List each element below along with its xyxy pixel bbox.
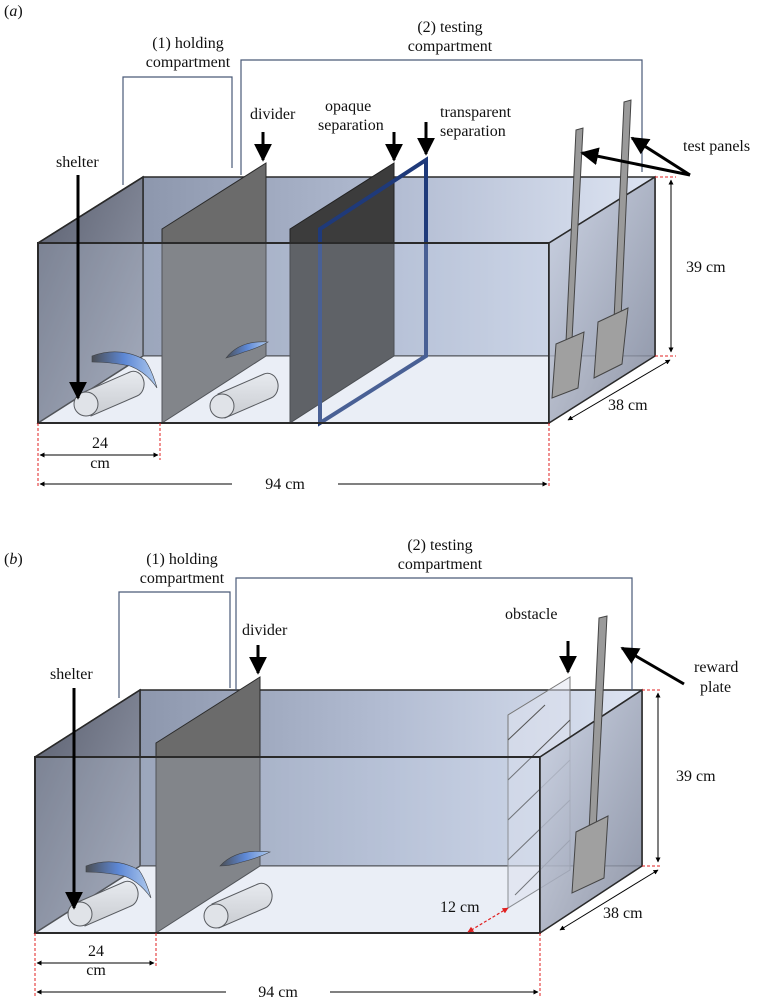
reward-plate-label: reward [694, 659, 738, 676]
reward-plate-label-2: plate [700, 679, 731, 696]
panel-b-label: (b) [4, 551, 23, 568]
depth-dimension-label: 38 cm [603, 905, 643, 922]
holding-width-label-2: cm [90, 455, 110, 472]
panel-b: (b) [4, 537, 738, 1000]
panel-a-label: (a) [4, 3, 23, 20]
testing-compartment-bracket [240, 59, 643, 175]
testing-compartment-label: (2) testing [417, 19, 482, 36]
fish-icon [225, 341, 269, 359]
shelter-testing [203, 882, 273, 929]
height-dimension-label: 39 cm [686, 259, 726, 276]
opaque-separation-label-2: separation [318, 117, 384, 134]
obstacle-distance-line [467, 907, 509, 933]
total-length-label: 94 cm [265, 476, 305, 493]
fish-icon [219, 851, 272, 867]
shelter-testing [209, 372, 279, 419]
holding-compartment-label: (1) holding [146, 551, 218, 568]
depth-dimension-line [567, 359, 671, 421]
depth-dimension-line [559, 869, 659, 931]
fish-icon [91, 351, 158, 389]
opaque-separation-label: opaque [325, 98, 371, 115]
holding-width-label: 24 [88, 943, 104, 960]
testing-compartment-label-2: compartment [398, 556, 483, 573]
height-dimension-label: 39 cm [676, 768, 716, 785]
transparent-separation-label: transparent [440, 104, 512, 121]
opaque-separation-panel [289, 162, 395, 424]
testing-compartment-bracket [235, 577, 633, 690]
holding-compartment-label-2: compartment [140, 570, 225, 587]
holding-compartment-bracket [118, 591, 231, 698]
divider-label: divider [242, 622, 288, 639]
tank-front-edge [34, 756, 541, 934]
testing-compartment-label-2: compartment [408, 38, 493, 55]
testing-compartment-label: (2) testing [407, 537, 472, 554]
holding-width-label: 24 [92, 435, 108, 452]
shelter-label: shelter [50, 666, 93, 683]
holding-width-label-2: cm [86, 962, 106, 979]
holding-compartment-bracket [122, 76, 233, 185]
transparent-separation-label-2: separation [440, 123, 506, 140]
shelter-label: shelter [56, 154, 99, 171]
transparent-separation-frame [318, 156, 428, 427]
tank-front-edge [37, 242, 550, 424]
total-length-label: 94 cm [258, 984, 298, 1000]
holding-compartment-label-2: compartment [146, 54, 231, 71]
divider-panel [161, 162, 267, 424]
holding-compartment-label: (1) holding [152, 35, 224, 52]
depth-dimension-label: 38 cm [608, 397, 648, 414]
obstacle-label: obstacle [505, 606, 557, 623]
divider-panel [155, 676, 261, 934]
obstacle-distance-label: 12 cm [440, 899, 480, 916]
divider-label: divider [250, 106, 296, 123]
fish-icon [85, 861, 152, 899]
panel-a: (a) [4, 3, 750, 493]
test-panels-label: test panels [683, 138, 750, 155]
